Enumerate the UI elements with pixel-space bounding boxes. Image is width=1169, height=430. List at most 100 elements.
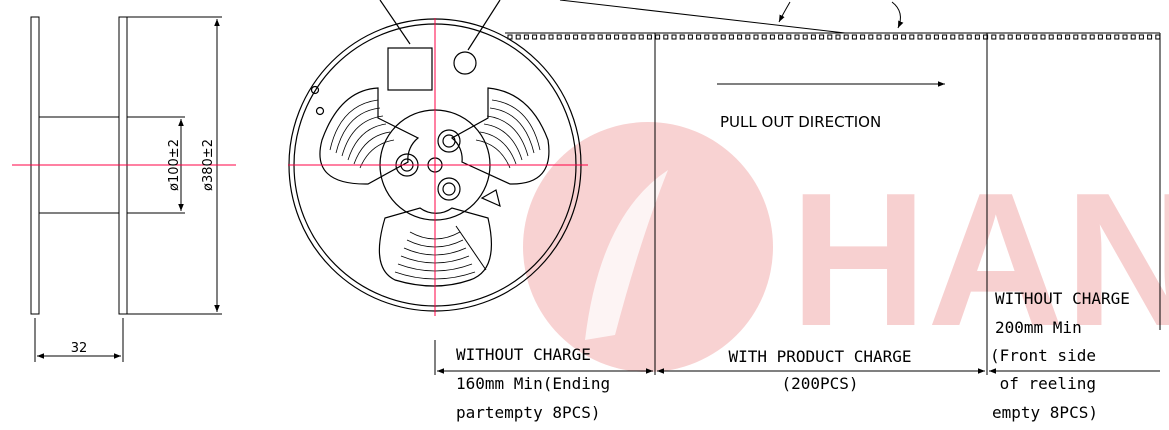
reel-drive-hole <box>437 177 461 201</box>
sprocket-hole <box>507 34 513 40</box>
sprocket-hole <box>1048 34 1054 40</box>
reel-side-view <box>30 16 222 362</box>
reel-window-right <box>450 87 550 185</box>
sprocket-hole <box>1015 34 1021 40</box>
label-area-icon <box>387 47 433 91</box>
sprocket-hole <box>573 34 579 40</box>
sprocket-hole <box>622 34 628 40</box>
sprocket-hole <box>1097 34 1103 40</box>
sprocket-hole <box>1122 34 1128 40</box>
reel-drive-hole <box>437 129 461 153</box>
sprocket-hole <box>1073 34 1079 40</box>
product-line: WITH PRODUCT CHARGE <box>728 347 911 366</box>
reel-dim-label: ø380±2 <box>201 139 216 191</box>
sprocket-hole <box>835 34 841 40</box>
sprocket-hole <box>909 34 915 40</box>
sprocket-hole <box>958 34 964 40</box>
sprocket-hole <box>646 34 652 40</box>
sprocket-hole <box>671 34 677 40</box>
sprocket-hole <box>1056 34 1062 40</box>
sprocket-hole <box>819 34 825 40</box>
sprocket-hole <box>696 34 702 40</box>
sprocket-hole <box>1138 34 1144 40</box>
sprocket-hole <box>1155 34 1161 40</box>
sprocket-hole <box>548 34 554 40</box>
sprocket-hole <box>1065 34 1071 40</box>
sprocket-hole <box>983 34 989 40</box>
reel-scale <box>455 225 487 271</box>
sprocket-hole <box>597 34 603 40</box>
leader-line-text: empty 8PCS) <box>992 403 1098 422</box>
sprocket-hole <box>860 34 866 40</box>
leader-line-text: 200mm Min <box>995 318 1082 337</box>
leader-line <box>467 0 501 51</box>
index-hole-icon <box>453 51 477 75</box>
sprocket-hole <box>704 34 710 40</box>
sprocket-hole <box>614 34 620 40</box>
reel-drive-hole-inner <box>442 182 456 196</box>
tape-lead-line <box>559 0 846 34</box>
leader-line-text: WITHOUT CHARGE <box>995 289 1130 308</box>
sprocket-hole <box>925 34 931 40</box>
sprocket-hole <box>778 34 784 40</box>
sprocket-hole <box>1147 34 1153 40</box>
leader-line-text: of reeling <box>990 374 1096 393</box>
sprocket-hole <box>917 34 923 40</box>
reel-mark <box>310 85 320 95</box>
pull-out-direction-label: PULL OUT DIRECTION <box>720 113 881 131</box>
sprocket-hole <box>540 34 546 40</box>
carrier-tape <box>434 0 1161 375</box>
trailer-line: 160mm Min(Ending <box>456 374 610 393</box>
sprocket-hole <box>687 34 693 40</box>
sprocket-hole <box>564 34 570 40</box>
sprocket-hole <box>737 34 743 40</box>
sprocket-hole <box>991 34 997 40</box>
sprocket-hole <box>1081 34 1087 40</box>
leader-line <box>379 0 411 45</box>
trailer-line: partempty 8PCS) <box>456 403 601 422</box>
sprocket-hole <box>720 34 726 40</box>
reel-window-bottom <box>378 207 492 287</box>
sprocket-hole <box>581 34 587 40</box>
sprocket-hole <box>802 34 808 40</box>
sprocket-hole <box>999 34 1005 40</box>
sprocket-hole <box>851 34 857 40</box>
sprocket-hole <box>974 34 980 40</box>
sprocket-hole <box>1007 34 1013 40</box>
leader-arrow <box>778 1 791 23</box>
sprocket-hole <box>1032 34 1038 40</box>
sprocket-hole <box>892 34 898 40</box>
reel-mark <box>315 106 325 116</box>
sprocket-hole <box>745 34 751 40</box>
sprocket-hole <box>605 34 611 40</box>
sprocket-hole <box>515 34 521 40</box>
sprocket-hole <box>663 34 669 40</box>
width-dim-label: 32 <box>71 341 88 356</box>
sprocket-hole <box>655 34 661 40</box>
watermark: HAN <box>523 122 1169 372</box>
sprocket-hole <box>1040 34 1046 40</box>
sprocket-hole <box>753 34 759 40</box>
sprocket-hole <box>589 34 595 40</box>
trailer-section-text: WITHOUT CHARGE 160mm Min(Ending partempt… <box>456 345 610 422</box>
sprocket-hole <box>556 34 562 40</box>
sprocket-hole <box>901 34 907 40</box>
trailer-line: WITHOUT CHARGE <box>456 345 591 364</box>
sprocket-hole <box>712 34 718 40</box>
sprocket-hole <box>1089 34 1095 40</box>
sprocket-hole <box>1130 34 1136 40</box>
sprocket-hole <box>1106 34 1112 40</box>
sprocket-hole <box>786 34 792 40</box>
reel-window-left <box>319 87 420 185</box>
watermark-logo-swoosh <box>585 170 668 340</box>
leader-arrow <box>891 1 904 29</box>
sprocket-hole <box>1024 34 1030 40</box>
recycle-symbol-icon <box>480 189 501 208</box>
tape-sprocket-holes <box>507 34 1161 40</box>
product-section-text: WITH PRODUCT CHARGE (200PCS) <box>728 347 911 393</box>
sprocket-hole <box>868 34 874 40</box>
leader-line-text: (Front side <box>990 346 1096 365</box>
sprocket-hole <box>532 34 538 40</box>
sprocket-hole <box>728 34 734 40</box>
sprocket-hole <box>950 34 956 40</box>
